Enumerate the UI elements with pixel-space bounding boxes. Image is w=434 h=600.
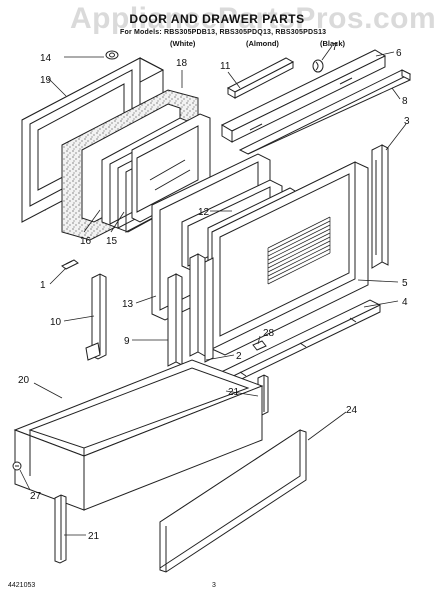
callout-18: 18 [176, 58, 188, 69]
callout-5: 5 [402, 278, 408, 289]
callout-16: 16 [80, 236, 92, 247]
part-left-channels [167, 253, 214, 367]
callout-6: 6 [396, 48, 402, 59]
callout-28: 28 [263, 328, 275, 339]
callout-11: 11 [220, 61, 231, 72]
callout-2: 2 [236, 351, 242, 362]
color-label-black: (Black) [320, 39, 346, 48]
diagram-subtitle: For Models: RBS305PDB13, RBS305PDQ13, RB… [120, 29, 327, 36]
callout-21-upper: 21 [228, 387, 240, 398]
part-hinge-bar [226, 57, 295, 99]
part-bumper [105, 50, 119, 60]
part-outer-door-panel [211, 161, 369, 356]
callout-13: 13 [122, 299, 134, 310]
callout-12: 12 [198, 207, 210, 218]
callout-3: 3 [404, 116, 410, 127]
callout-7: 7 [332, 42, 338, 53]
part-top-trim [220, 49, 387, 143]
callout-14: 14 [40, 53, 52, 64]
callout-27: 27 [30, 491, 42, 502]
part-hinge-arm [85, 273, 107, 361]
part-right-channel [371, 144, 389, 269]
callout-9: 9 [124, 336, 130, 347]
watermark: AppliancePartsPros.com [70, 2, 434, 35]
part-rod [238, 69, 412, 155]
part-drawer-slide-lower [54, 494, 67, 564]
color-label-almond: (Almond) [246, 39, 279, 48]
part-screw [12, 461, 22, 471]
part-clip [312, 59, 324, 73]
part-hinge-receiver [61, 259, 79, 270]
callout-15: 15 [106, 236, 118, 247]
callout-24: 24 [346, 405, 358, 416]
part-drawer-front [159, 429, 307, 573]
callout-20: 20 [18, 375, 30, 386]
callout-labels: 14 19 18 11 7 6 8 3 12 16 15 1 10 13 9 5… [18, 42, 410, 542]
callout-4: 4 [402, 297, 408, 308]
callout-21-lower: 21 [88, 531, 100, 542]
color-label-white: (White) [170, 39, 196, 48]
callout-10: 10 [50, 317, 62, 328]
part-drawer-tray [13, 359, 264, 511]
callout-1: 1 [40, 280, 46, 291]
callout-19: 19 [40, 75, 52, 86]
diagram-title: DOOR AND DRAWER PARTS [129, 12, 305, 26]
footer-part-number: 4421053 [8, 582, 36, 589]
callout-8: 8 [402, 96, 408, 107]
footer-page-number: 3 [212, 582, 216, 589]
part-small-clip [252, 340, 267, 351]
leader-lines [19, 45, 407, 536]
